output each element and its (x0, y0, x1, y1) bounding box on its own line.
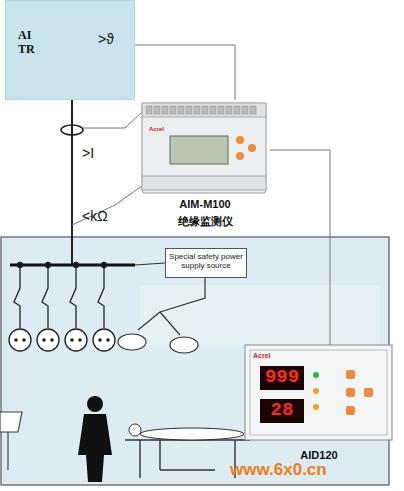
digit-display (260, 399, 304, 423)
switch-symbol (42, 265, 48, 328)
surgical-lamp (118, 278, 205, 353)
socket-symbol (93, 329, 115, 351)
socket-holes (14, 338, 110, 342)
lamp-arm (160, 312, 180, 335)
watermark: www.6x0.cn (230, 461, 327, 480)
person-head (87, 396, 103, 412)
button (346, 370, 355, 379)
model-label: AIM-M100 (140, 198, 270, 211)
terminal (154, 106, 160, 114)
button (346, 406, 355, 415)
device-body (142, 103, 266, 193)
lamp-arm (160, 278, 205, 312)
person-body (78, 414, 112, 482)
resistance-label: <kΩ (82, 209, 108, 224)
device-caption: 绝缘监测仪 (140, 215, 270, 228)
terminal (146, 106, 152, 114)
terminal (178, 106, 184, 114)
socket-hole (70, 338, 74, 342)
terminal (170, 106, 176, 114)
socket-hole (98, 338, 102, 342)
supply-wire (135, 263, 165, 265)
socket-hole (14, 338, 18, 342)
sink (0, 412, 22, 470)
socket-symbol (37, 329, 59, 351)
switch-symbol (14, 265, 20, 328)
terminal (234, 106, 240, 114)
lamp-head (118, 334, 146, 350)
switch-symbol (98, 265, 104, 328)
digit-display (260, 366, 304, 390)
button (364, 388, 373, 397)
indicator-led (313, 404, 319, 410)
terminal (186, 106, 192, 114)
patient (140, 428, 244, 440)
temperature-label: >ϑ (98, 32, 114, 47)
busbar (10, 264, 135, 267)
model-label: AID120 (245, 449, 393, 462)
terminal-strip (142, 103, 266, 117)
button (346, 388, 355, 397)
device-label: AI TR (18, 29, 40, 57)
supply-box: Special safety power supply source (165, 248, 247, 278)
patient-head (129, 424, 141, 436)
person (78, 396, 112, 482)
bed-leg (139, 440, 140, 478)
lamp-arm (138, 312, 160, 330)
sink-basin (0, 412, 22, 432)
indicator-led (313, 388, 319, 394)
room-shade (140, 285, 380, 345)
box-label: Special safety power supply source (168, 252, 244, 270)
socket-symbol (65, 329, 87, 351)
switch-symbol (70, 265, 76, 328)
terminal (250, 106, 256, 114)
monitor-device: AIM-M100 绝缘监测仪 (140, 100, 270, 232)
alarm-panel: 999 28AID120 (245, 345, 393, 477)
socket-group (9, 263, 115, 352)
current-label: >I (82, 146, 94, 161)
terminal (210, 106, 216, 114)
socket-hole (42, 338, 46, 342)
brand-logo: Acrel (253, 352, 271, 360)
button (236, 136, 244, 144)
transformer-box: AI TR (5, 0, 135, 100)
current-transformer (61, 125, 83, 135)
socket-symbol (9, 329, 31, 351)
socket-hole (22, 338, 26, 342)
terminal-row (146, 106, 256, 114)
panel-body (245, 345, 392, 440)
lcd-screen (170, 136, 228, 164)
bed-stand (159, 440, 160, 470)
signal-wire (270, 150, 330, 345)
terminal (162, 106, 168, 114)
lamp-head (170, 337, 198, 353)
sensor-wire (83, 112, 142, 128)
reading-display: 999 (262, 367, 302, 389)
socket-hole (106, 338, 110, 342)
indicator-led (313, 372, 319, 378)
terminal-strip (142, 176, 266, 190)
sink-pipe (7, 432, 8, 470)
terminal (194, 106, 200, 114)
panel-frame (250, 350, 387, 435)
brand-logo: Acrel (149, 126, 164, 133)
button (236, 152, 244, 160)
signal-wire (135, 45, 235, 100)
socket-hole (78, 338, 82, 342)
bed-stand (160, 469, 215, 470)
terminal (218, 106, 224, 114)
button (248, 144, 256, 152)
socket-hole (50, 338, 54, 342)
terminal (202, 106, 208, 114)
reading-display: 28 (262, 400, 302, 422)
terminal (226, 106, 232, 114)
terminal (242, 106, 248, 114)
sensor-wire (72, 186, 142, 225)
